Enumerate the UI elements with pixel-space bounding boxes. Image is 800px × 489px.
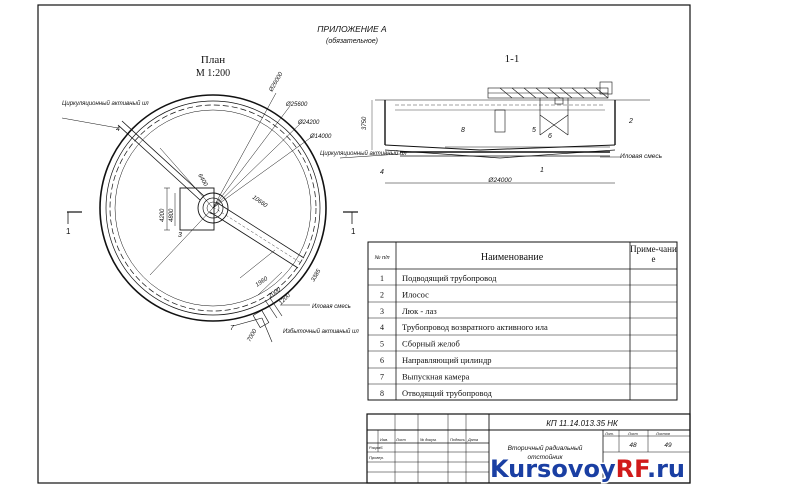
tank-section [375, 99, 650, 159]
table-cell-num: 4 [380, 323, 384, 332]
callout-7: 7 [230, 325, 235, 332]
section-mark-right: 1 [351, 227, 356, 236]
section-label-raw-mix: Иловая смесь [620, 153, 663, 160]
appendix-title: ПРИЛОЖЕНИЕ А [317, 24, 387, 34]
table-cell-num: 6 [380, 356, 384, 365]
dim-diameter: Ø24000 [487, 177, 512, 184]
plan-scale: М 1:200 [196, 68, 230, 79]
dim-label: 4200 [160, 208, 166, 222]
central-chamber [179, 187, 215, 231]
dim-label: Ø25600 [285, 102, 308, 108]
callout-3: 3 [178, 232, 182, 239]
dim-label: Ø24200 [297, 120, 320, 126]
equipment-table: № п/п Наименование Приме-чание [367, 241, 678, 401]
dim-label: 1200 [278, 292, 292, 306]
tb-col-label: Дата [467, 438, 478, 442]
tb-role-checker: Провер. [369, 455, 384, 460]
tb-object-name: Вторичный радиальный отстойник [507, 445, 583, 461]
section-label-circ-sludge: Циркуляционный активный ил [320, 150, 407, 157]
tb-sheet-count: 49 [664, 442, 672, 449]
plan-view: План М 1:200 [61, 54, 359, 343]
title-block: Изм. Лист № докум. Подпись Дата Разраб. … [366, 413, 691, 484]
sheet-frame [37, 4, 691, 484]
callout-1: 1 [540, 167, 544, 174]
plan-title: План [201, 54, 225, 66]
appendix-note: (обязательное) [326, 37, 378, 45]
table-cell-name: Отводящий трубопровод [402, 388, 492, 398]
table-cell-name: Выпускная камера [402, 371, 470, 381]
label-raw-mix: Иловая смесь [312, 304, 351, 310]
dim-label: 3385 [311, 268, 323, 283]
section-title: 1-1 [505, 53, 520, 65]
tank-circles [99, 94, 327, 322]
section-view: 1-1 [320, 53, 663, 184]
table-cell-name: Направляющий цилиндр [402, 355, 492, 365]
tb-sheet-label: Лист [627, 432, 638, 436]
table-rows: 1 Подводящий трубопровод 2 Илосос 3 Люк - лаз… [380, 273, 548, 398]
table-cell-num: 7 [380, 372, 384, 381]
table-cell-name: Сборный желоб [402, 339, 460, 349]
callout-5: 5 [532, 127, 536, 134]
section-markers: 1 1 [66, 211, 358, 236]
callout-6: 6 [548, 133, 552, 140]
dim-label: Ø26000 [268, 71, 285, 94]
table-cell-name: Подводящий трубопровод [402, 273, 497, 283]
callout-4-section: 4 [380, 169, 384, 176]
table-header-num: № п/п [374, 255, 389, 261]
bridge-band [209, 201, 305, 269]
table-header-name: Наименование [481, 252, 544, 263]
callout-2: 2 [628, 118, 633, 125]
tb-col-label: Изм. [380, 438, 388, 442]
tb-sheet-number: 48 [629, 442, 637, 449]
table-cell-num: 5 [380, 340, 384, 349]
tb-lit-label: Лит. [604, 432, 614, 436]
circ-sludge-pipe [117, 124, 201, 201]
outflow-pipes [232, 297, 283, 343]
table-cell-num: 8 [380, 389, 384, 398]
bridge-truss [487, 81, 613, 136]
watermark-logo: KursovoyRF.ru [488, 454, 686, 485]
dim-height: 3750 [362, 116, 368, 130]
tb-role-developer: Разраб. [369, 445, 383, 450]
table-cell-num: 1 [380, 274, 384, 283]
svg-text:KursovoyRF.ru: KursovoyRF.ru [490, 455, 685, 483]
table-cell-name: Трубопровод возвратного активного ила [402, 322, 548, 332]
tb-col-label: Подпись [450, 438, 465, 442]
inlet-pipe-section [400, 146, 610, 157]
watermark-part3: .ru [647, 455, 685, 483]
tb-col-label: № докум. [420, 438, 437, 442]
tb-sheets-label: Листов [655, 432, 670, 436]
dim-label: Ø14000 [309, 134, 332, 140]
dim-label: 10660 [251, 195, 269, 210]
plan-dimension-lines [149, 92, 314, 296]
label-excess-sludge: Избыточный активный ил [283, 328, 359, 335]
tb-col-label: Лист [395, 438, 406, 442]
label-circ-sludge: Циркуляционный активный ил [62, 100, 149, 107]
dim-label: 7000 [247, 328, 259, 343]
section-mark-left: 1 [66, 227, 71, 236]
dim-label: 4800 [169, 208, 175, 222]
watermark-part2: RF [616, 455, 649, 483]
dim-label: 1960 [255, 276, 270, 289]
table-cell-name: Люк - лаз [402, 306, 437, 316]
table-cell-num: 2 [380, 290, 384, 299]
table-cell-num: 3 [380, 307, 384, 316]
watermark-part1: Kursovoy [490, 455, 616, 483]
table-header-note: Приме-чание [630, 244, 677, 264]
table-cell-name: Илосос [402, 289, 429, 299]
callout-8: 8 [461, 127, 465, 134]
callout-4: 4 [116, 126, 120, 133]
dim-label: 6400 [196, 173, 208, 188]
tb-drawing-code: КП 11.14.013.35 НК [546, 419, 619, 428]
